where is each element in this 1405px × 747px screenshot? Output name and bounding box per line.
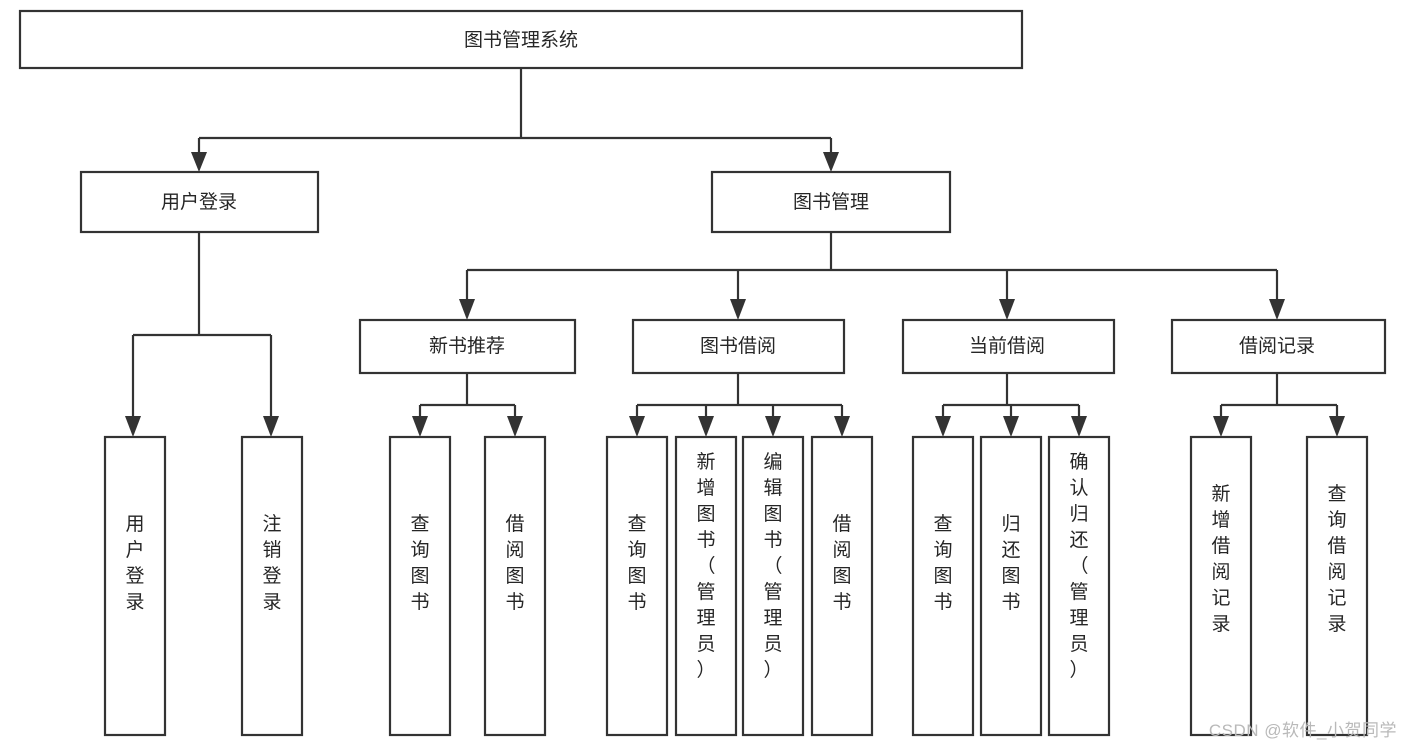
node-user-login[interactable]: 用户登录 [79,170,320,234]
node-leaf-query-record-box[interactable] [1305,435,1369,737]
node-leaf-add-book[interactable]: 新增图书（管理员） [674,435,738,737]
node-leaf-query-book-1-box[interactable] [388,435,452,737]
node-book-manage-box[interactable] [710,170,952,234]
node-leaf-borrow-book-2[interactable]: 借阅图书 [810,435,874,737]
node-current-borrow-box[interactable] [901,318,1116,375]
node-leaf-query-book-3-box[interactable] [911,435,975,737]
arrow-head-user-login [191,152,207,172]
node-leaf-add-book-box[interactable] [674,435,738,737]
node-borrow-record-box[interactable] [1170,318,1387,375]
node-leaf-query-book-2[interactable]: 查询图书 [605,435,669,737]
arrow-head-borrow-record [1269,299,1285,320]
node-leaf-return-book[interactable]: 归还图书 [979,435,1043,737]
node-leaf-query-book-2-box[interactable] [605,435,669,737]
node-user-login-label: 用户登录 [161,191,237,213]
node-leaf-add-record-label: 新增借阅记录 [1211,483,1230,635]
node-root-label: 图书管理系统 [464,29,578,51]
node-leaf-return-book-label: 归还图书 [1001,513,1020,613]
node-borrow-record-label: 借阅记录 [1239,335,1315,357]
arrow-head-leaf-query-book-2 [629,416,645,437]
arrow-head-leaf-user-login [125,416,141,437]
node-leaf-user-logout[interactable]: 注销登录 [240,435,304,737]
arrow-head-leaf-add-book [698,416,714,437]
node-leaf-borrow-book-1-label: 借阅图书 [505,513,524,613]
node-leaf-query-record-label: 查询借阅记录 [1327,483,1346,635]
arrow-head-book-manage [823,152,839,172]
arrow-head-leaf-edit-book [765,416,781,437]
node-current-borrow-label: 当前借阅 [969,335,1045,357]
node-new-book-recommend[interactable]: 新书推荐 [358,318,577,375]
node-borrow-record[interactable]: 借阅记录 [1170,318,1387,375]
node-leaf-query-book-3[interactable]: 查询图书 [911,435,975,737]
node-book-borrow-box[interactable] [631,318,846,375]
node-leaf-query-book-1[interactable]: 查询图书 [388,435,452,737]
node-book-manage[interactable]: 图书管理 [710,170,952,234]
arrow-head-leaf-query-book-3 [935,416,951,437]
node-leaf-borrow-book-2-box[interactable] [810,435,874,737]
node-book-manage-label: 图书管理 [793,191,869,213]
node-book-borrow-label: 图书借阅 [700,335,776,357]
node-leaf-add-book-label: 新增图书（管理员） [696,451,715,681]
node-leaf-edit-book-box[interactable] [741,435,805,737]
connectors [125,68,1345,437]
arrow-head-leaf-query-record [1329,416,1345,437]
node-leaf-query-book-1-label: 查询图书 [410,513,429,613]
node-leaf-query-book-2-label: 查询图书 [627,513,646,613]
arrow-head-new-book-recommend [459,299,475,320]
node-root[interactable]: 图书管理系统 [18,9,1024,70]
arrow-head-leaf-borrow-book-2 [834,416,850,437]
arrow-head-current-borrow [999,299,1015,320]
arrow-head-leaf-query-book-1 [412,416,428,437]
node-user-login-box[interactable] [79,170,320,234]
node-leaf-user-login[interactable]: 用户登录 [103,435,167,737]
node-root-box[interactable] [18,9,1024,70]
node-leaf-borrow-book-1-box[interactable] [483,435,547,737]
arrow-head-leaf-borrow-book-1 [507,416,523,437]
node-leaf-add-record[interactable]: 新增借阅记录 [1189,435,1253,737]
node-leaf-user-login-label: 用户登录 [125,514,144,613]
node-leaf-user-logout-label: 注销登录 [262,513,281,613]
node-leaf-query-book-3-label: 查询图书 [933,513,952,613]
node-leaf-borrow-book-2-label: 借阅图书 [832,513,851,613]
arrow-head-leaf-return-book [1003,416,1019,437]
node-leaf-add-record-box[interactable] [1189,435,1253,737]
node-leaf-user-logout-box[interactable] [240,435,304,737]
csdn-watermark: CSDN @软件_小贺同学 [1208,721,1397,740]
node-leaf-edit-book-label: 编辑图书（管理员） [763,451,782,681]
node-new-book-recommend-box[interactable] [358,318,577,375]
arrow-head-leaf-confirm-return [1071,416,1087,437]
node-leaf-user-login-box[interactable] [103,435,167,737]
arrow-head-leaf-add-record [1213,416,1229,437]
node-leaf-confirm-return-label: 确认归还（管理员） [1069,451,1088,681]
node-leaf-confirm-return-box[interactable] [1047,435,1111,737]
node-leaf-return-book-box[interactable] [979,435,1043,737]
node-leaf-edit-book[interactable]: 编辑图书（管理员） [741,435,805,737]
node-book-borrow[interactable]: 图书借阅 [631,318,846,375]
node-new-book-recommend-label: 新书推荐 [429,335,505,357]
node-leaf-query-record[interactable]: 查询借阅记录 [1305,435,1369,737]
node-leaf-borrow-book-1[interactable]: 借阅图书 [483,435,547,737]
node-leaf-confirm-return[interactable]: 确认归还（管理员） [1047,435,1111,737]
arrow-head-leaf-user-logout [263,416,279,437]
arrow-head-book-borrow [730,299,746,320]
node-current-borrow[interactable]: 当前借阅 [901,318,1116,375]
